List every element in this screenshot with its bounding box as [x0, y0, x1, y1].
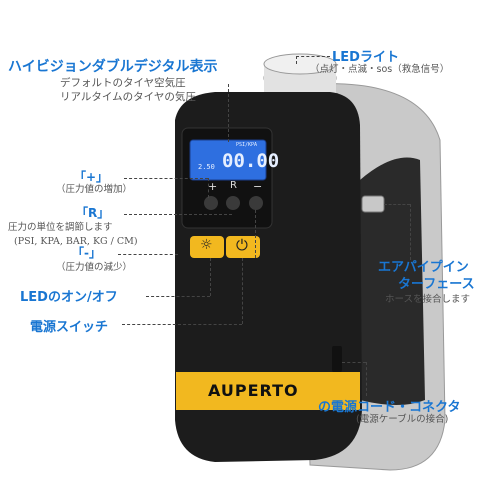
air-pipe-connector [361, 195, 385, 213]
r-button-label: R [230, 180, 237, 191]
led-light-line1: （点灯・点滅・sos（救急信号） [310, 64, 450, 75]
power-switch-title: 電源スイッチ [30, 320, 109, 335]
plus-button [204, 196, 218, 210]
led-light-title: LEDライト [332, 50, 399, 65]
leader-power [122, 324, 242, 325]
minus-button-label: − [253, 180, 263, 193]
plus-title: 「+」 [74, 170, 109, 184]
leader-ledbtn [146, 296, 210, 297]
power-button [226, 236, 260, 258]
r-button [226, 196, 240, 210]
power-icon: ⏻ [236, 236, 248, 254]
leader-airpipe-v [410, 204, 411, 260]
leader-plus [124, 178, 208, 179]
lcd-main-value: 00.00 [222, 150, 280, 172]
yellow-strip [176, 372, 360, 410]
lightbulb-icon: ☼ [200, 237, 213, 253]
leader-r [124, 214, 232, 215]
r-line2: (PSI, KPA, BAR, KG / CM) [14, 236, 138, 247]
lcd-small-left: 2.50 [198, 163, 215, 171]
leader-minus-v [255, 210, 256, 258]
minus-line1: （圧力値の減少） [56, 262, 133, 273]
leader-airpipe [384, 204, 410, 205]
leader-minus [118, 254, 178, 255]
plus-line1: （圧力値の増加） [56, 184, 133, 195]
leader-cord-v [366, 362, 367, 396]
led-onoff-title: LEDのオン/オフ [20, 290, 118, 305]
leader-plus-v [208, 178, 209, 198]
leader-power-v [242, 258, 243, 324]
dual-display-title: ハイビジョンダブルデジタル表示 [8, 59, 218, 75]
power-cord-title: の電源コード・コネクタ [318, 400, 461, 415]
leader-display [228, 84, 229, 142]
minus-title: 「-」 [72, 246, 101, 260]
lcd-unit: PSI/KPA [236, 142, 258, 148]
r-line1: 圧力の単位を調節します [8, 222, 113, 233]
r-title: 「R」 [76, 206, 110, 220]
plus-button-label: + [208, 180, 218, 193]
dual-display-line1: デフォルトのタイヤ空気圧 [60, 77, 186, 89]
led-button [190, 236, 224, 258]
brand-logo: AUPERTO [208, 381, 299, 400]
leader-led [296, 56, 330, 57]
dual-display-line2: リアルタイムのタイヤの気圧 [60, 91, 196, 103]
power-cord-line1: (電源ケーブルの接合) [356, 414, 449, 425]
minus-button [249, 196, 263, 210]
leader-cord [342, 362, 366, 363]
air-pipe-line1: ホースを接合します [385, 294, 471, 305]
air-pipe-title2: ターフェース [398, 277, 475, 292]
power-port [332, 346, 342, 372]
air-pipe-title1: エアパイプイン [378, 260, 469, 275]
leader-led-v [296, 56, 297, 64]
leader-ledbtn-v [210, 258, 211, 296]
